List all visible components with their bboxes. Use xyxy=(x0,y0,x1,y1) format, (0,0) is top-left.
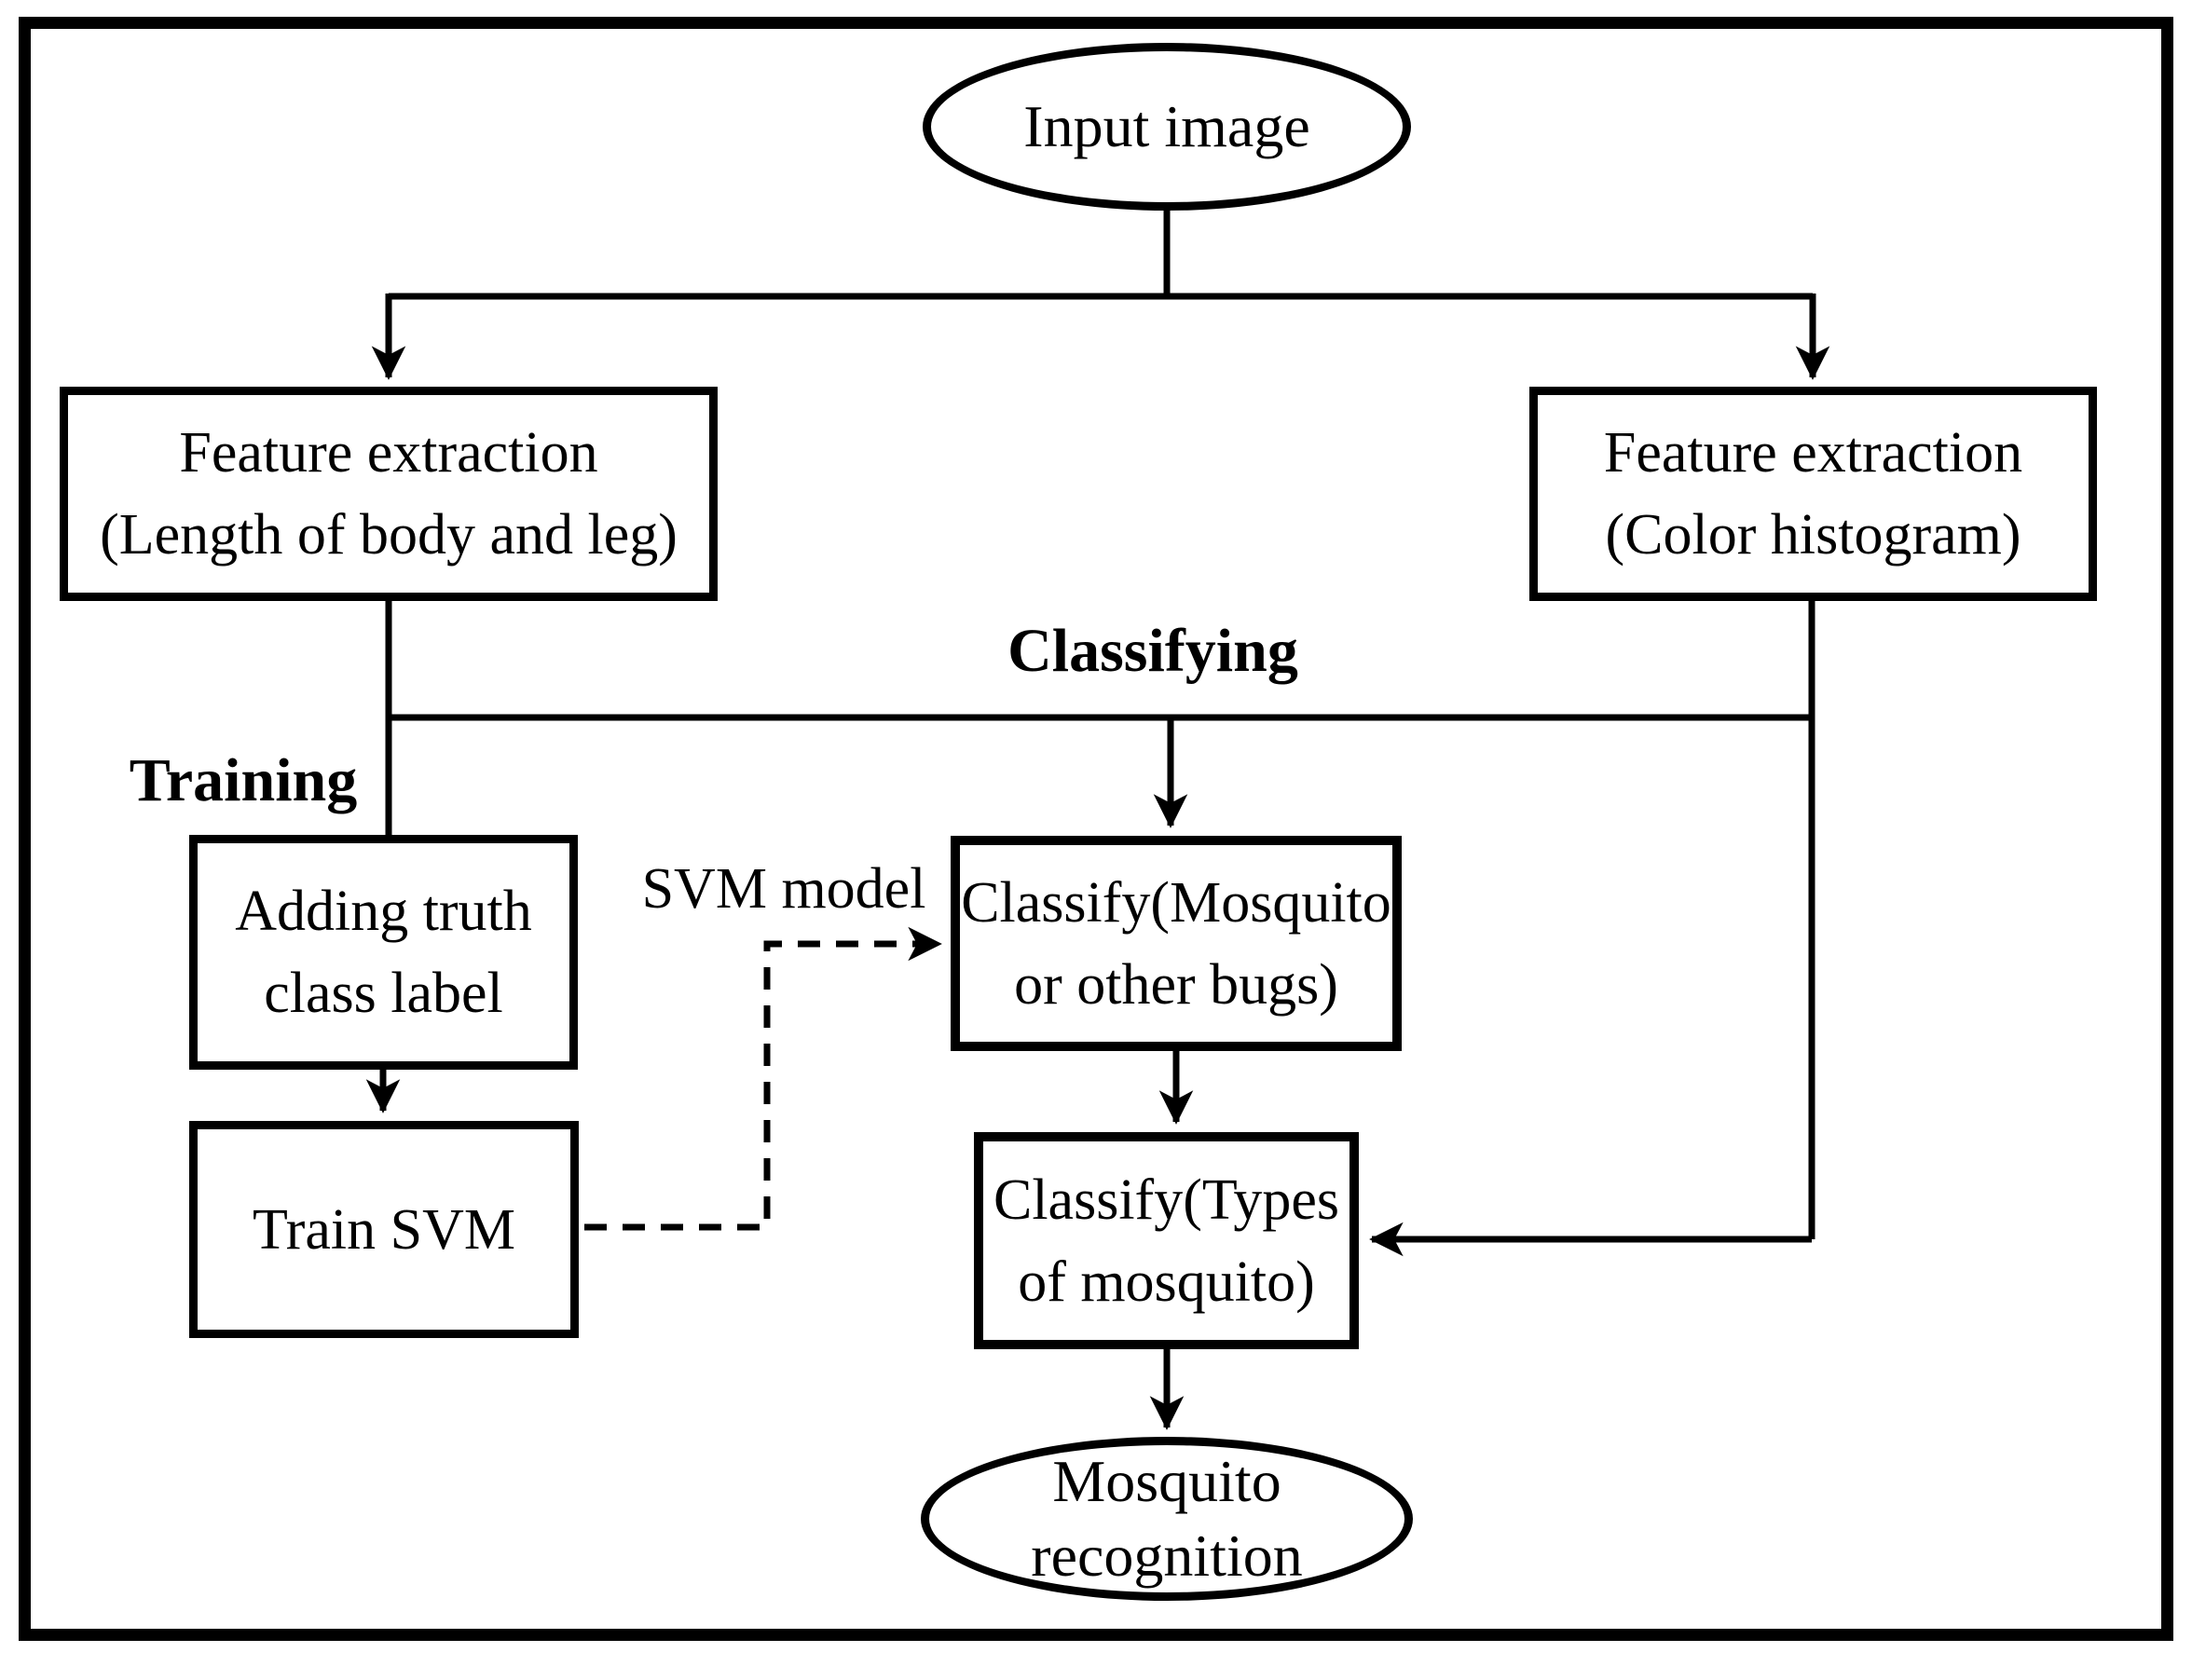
edge-trainsvm-to-classify1-dashed xyxy=(584,926,942,1231)
node-train-svm: Train SVM xyxy=(189,1121,579,1338)
figure-border xyxy=(19,17,2173,1641)
node-mosquito-recognition-line2: recognition xyxy=(1031,1523,1303,1589)
node-mosquito-recognition: Mosquito recognition xyxy=(921,1437,1413,1601)
node-classify2-line2: of mosquito) xyxy=(1018,1250,1315,1314)
node-classify-types-of-mosquito: Classify(Types of mosquito) xyxy=(974,1132,1359,1349)
node-feature-extraction-color-line2: (Color histogram) xyxy=(1605,503,2021,567)
label-classifying: Classifying xyxy=(1007,617,1298,685)
node-input-image-label: Input image xyxy=(1023,93,1310,159)
node-input-image: Input image xyxy=(923,43,1411,211)
node-feature-extraction-body-leg: Feature extraction (Length of body and l… xyxy=(60,387,718,601)
node-classify2-line1: Classify(Types xyxy=(993,1168,1340,1232)
node-classify-mosquito-or-bugs: Classify(Mosquito or other bugs) xyxy=(951,836,1402,1051)
node-feature-extraction-color-line1: Feature extraction xyxy=(1603,421,2023,485)
node-feature-extraction-color: Feature extraction (Color histogram) xyxy=(1529,387,2097,601)
label-training: Training xyxy=(129,746,358,814)
node-classify1-line1: Classify(Mosquito xyxy=(961,870,1391,935)
node-mosquito-recognition-line1: Mosquito xyxy=(1052,1448,1281,1514)
node-adding-truth-line1: Adding truth xyxy=(235,880,532,943)
node-feature-extraction-body-leg-line1: Feature extraction xyxy=(179,421,598,485)
node-train-svm-label: Train SVM xyxy=(253,1197,515,1262)
node-feature-extraction-body-leg-line2: (Length of body and leg) xyxy=(100,503,678,567)
node-adding-truth-class-label: Adding truth class label xyxy=(189,835,578,1070)
label-svm-model: SVM model xyxy=(641,857,926,921)
node-classify1-line2: or other bugs) xyxy=(1014,952,1338,1017)
node-adding-truth-line2: class label xyxy=(264,962,503,1025)
